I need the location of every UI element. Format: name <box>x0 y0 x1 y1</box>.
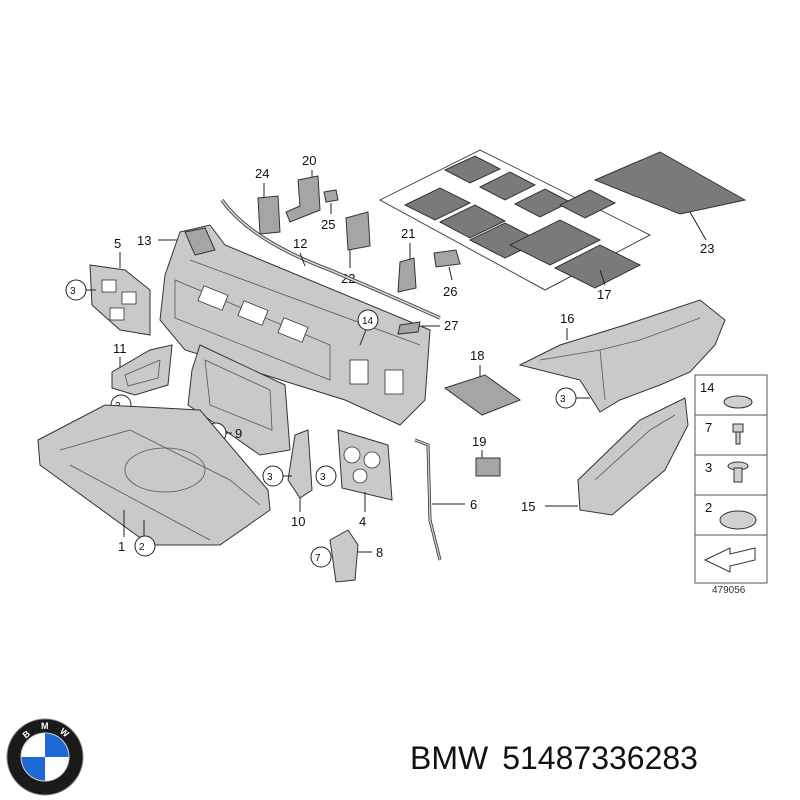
svg-text:27: 27 <box>444 318 458 333</box>
part-27-clip: 27 <box>397 318 458 335</box>
svg-text:21: 21 <box>401 226 415 241</box>
part-25-clip: 25 <box>321 189 339 232</box>
part-20-bracket: 20 <box>285 153 321 223</box>
svg-text:24: 24 <box>255 166 269 181</box>
part-26-pad: 26 <box>433 249 461 299</box>
part-4-panel: 3 4 <box>315 429 393 529</box>
svg-text:19: 19 <box>472 434 486 449</box>
part-15-side-shield: 15 <box>521 397 689 516</box>
svg-text:14: 14 <box>362 316 374 327</box>
part-24-block: 24 <box>255 166 281 235</box>
svg-text:7: 7 <box>705 420 712 435</box>
svg-text:14: 14 <box>700 380 714 395</box>
part-11-bracket: 11 3 <box>110 341 173 416</box>
svg-text:B: B <box>21 728 33 740</box>
fastener-legend: 14 7 3 2 479056 <box>694 374 768 596</box>
svg-text:3: 3 <box>267 472 273 483</box>
svg-text:9: 9 <box>235 426 242 441</box>
part-caption: BMW 51487336283 <box>410 740 712 777</box>
svg-text:20: 20 <box>302 153 316 168</box>
svg-text:25: 25 <box>321 217 335 232</box>
svg-text:23: 23 <box>700 241 714 256</box>
svg-text:10: 10 <box>291 514 305 529</box>
part-23-insulation-pad: 23 <box>593 151 747 256</box>
svg-text:7: 7 <box>315 553 321 564</box>
svg-text:6: 6 <box>470 497 477 512</box>
part-21-bracket: 21 <box>397 226 417 293</box>
part-13-bulkhead: 13 <box>137 224 431 426</box>
part-number: 51487336283 <box>502 740 698 776</box>
part-19-block: 19 <box>472 434 501 477</box>
part-12-seal-strip: 12 <box>220 198 441 320</box>
part-16-tunnel-insulation: 16 3 <box>518 299 726 413</box>
svg-text:2: 2 <box>705 500 712 515</box>
part-10-trim: 3 10 <box>262 429 313 529</box>
svg-text:M: M <box>41 721 49 731</box>
part-5-panel: 5 3 <box>65 236 151 336</box>
svg-text:3: 3 <box>560 394 566 405</box>
part-18-block: 18 <box>443 348 522 416</box>
svg-text:18: 18 <box>470 348 484 363</box>
brand-label: BMW <box>410 740 489 776</box>
callout-14-circled: 14 <box>357 309 379 346</box>
part-1-floor-insulation: 1 2 <box>37 404 271 557</box>
svg-text:16: 16 <box>560 311 574 326</box>
svg-text:1: 1 <box>118 539 125 554</box>
svg-text:12: 12 <box>293 236 307 251</box>
svg-text:3: 3 <box>320 472 326 483</box>
part-8-bracket: 7 8 <box>310 529 383 583</box>
svg-text:13: 13 <box>137 233 151 248</box>
part-6-strip: 6 <box>414 438 477 561</box>
bmw-logo: B M W <box>6 718 84 796</box>
svg-text:3: 3 <box>70 286 76 297</box>
svg-text:4: 4 <box>359 514 366 529</box>
svg-text:15: 15 <box>521 499 535 514</box>
svg-text:26: 26 <box>443 284 457 299</box>
svg-text:8: 8 <box>376 545 383 560</box>
svg-text:479056: 479056 <box>712 585 746 596</box>
svg-text:17: 17 <box>597 287 611 302</box>
svg-text:11: 11 <box>113 341 127 356</box>
part-17-insulation-set: 17 <box>378 149 652 302</box>
svg-text:2: 2 <box>139 542 145 553</box>
svg-text:3: 3 <box>705 460 712 475</box>
svg-text:5: 5 <box>114 236 121 251</box>
